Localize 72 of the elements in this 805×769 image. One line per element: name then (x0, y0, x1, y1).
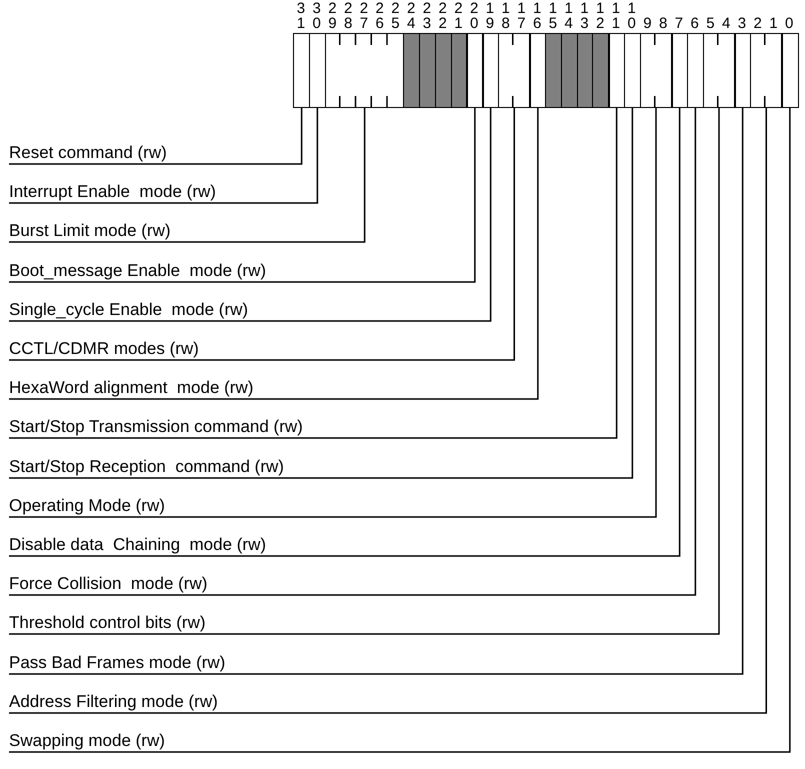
bit-number: 16 (532, 1, 542, 31)
leader-line (9, 108, 366, 243)
bit-number: 30 (312, 1, 322, 31)
field-label: Burst Limit mode (rw) (9, 220, 171, 242)
bit-field (608, 33, 626, 108)
bit-number: 12 (595, 1, 606, 31)
leader-line (9, 108, 492, 322)
bit-number: 22 (438, 1, 448, 31)
bit-number: 19 (484, 1, 495, 31)
bit-number: 14 (564, 1, 574, 31)
bit-number: 7 (674, 16, 684, 31)
bit-field (750, 33, 783, 108)
bit-number: 3 (736, 16, 747, 31)
bit-field (293, 33, 310, 108)
bit-number: 25 (390, 1, 400, 31)
field-label: Reset command (rw) (9, 142, 167, 164)
leader-line (9, 108, 318, 204)
bit-field (466, 33, 484, 108)
field-label: CCTL/CDMR modes (rw) (9, 338, 199, 360)
bit-field (734, 33, 752, 108)
bit-number: 2 (752, 16, 763, 31)
field-label: Address Filtering mode (rw) (9, 690, 218, 713)
bit-field (686, 33, 704, 108)
bit-field (482, 33, 500, 108)
bit-number: 26 (374, 1, 385, 31)
bit-number: 29 (327, 1, 338, 31)
reserved-bit-field (545, 33, 562, 108)
bit-number: 31 (296, 1, 306, 31)
bit-number: 21 (453, 1, 464, 31)
field-label: Start/Stop Transmission command (rw) (9, 416, 303, 438)
leader-line (9, 108, 476, 283)
leader-line (9, 108, 539, 400)
field-label: Boot_message Enable mode (rw) (9, 260, 266, 282)
field-label: Operating Mode (rw) (9, 494, 165, 517)
bit-number: 27 (358, 1, 369, 31)
bit-number: 28 (343, 1, 354, 31)
field-label: Threshold control bits (rw) (9, 612, 206, 634)
bit-field (308, 33, 326, 108)
bit-number: 13 (579, 1, 590, 31)
bit-field (498, 33, 531, 108)
bit-number: 18 (500, 1, 511, 31)
bit-number: 24 (406, 1, 416, 31)
field-label: Pass Bad Frames mode (rw) (9, 652, 226, 674)
bit-number: 11 (610, 1, 621, 31)
field-label: Start/Stop Reception command (rw) (9, 456, 284, 478)
bit-number: 5 (705, 16, 716, 31)
bit-field (640, 33, 672, 108)
bit-number: 1 (768, 16, 778, 31)
bit-number: 6 (690, 16, 700, 31)
reserved-bit-field (419, 33, 436, 108)
field-label: Force Collision mode (rw) (9, 573, 208, 596)
field-label: Disable data Chaining mode (rw) (9, 534, 266, 556)
bit-field (702, 33, 736, 108)
bit-number: 17 (516, 1, 526, 31)
bit-field (624, 33, 641, 108)
bit-number: 15 (548, 1, 558, 31)
bit-number: 0 (784, 16, 794, 31)
bit-number: 20 (469, 1, 480, 31)
bit-number: 10 (626, 1, 637, 31)
bit-number: 23 (422, 1, 432, 31)
field-label: Swapping mode (rw) (9, 730, 165, 752)
bit-number: 4 (721, 16, 732, 31)
bit-number: 8 (658, 16, 668, 31)
bit-field (671, 33, 688, 108)
leader-line (9, 108, 515, 361)
bit-number: 9 (642, 16, 652, 31)
reserved-bit-field (592, 33, 610, 108)
bit-field (781, 33, 798, 108)
field-label: HexaWord alignment mode (rw) (9, 377, 254, 400)
leader-line (9, 108, 302, 165)
field-label: Interrupt Enable mode (rw) (9, 181, 216, 204)
field-label: Single_cycle Enable mode (rw) (9, 298, 248, 321)
